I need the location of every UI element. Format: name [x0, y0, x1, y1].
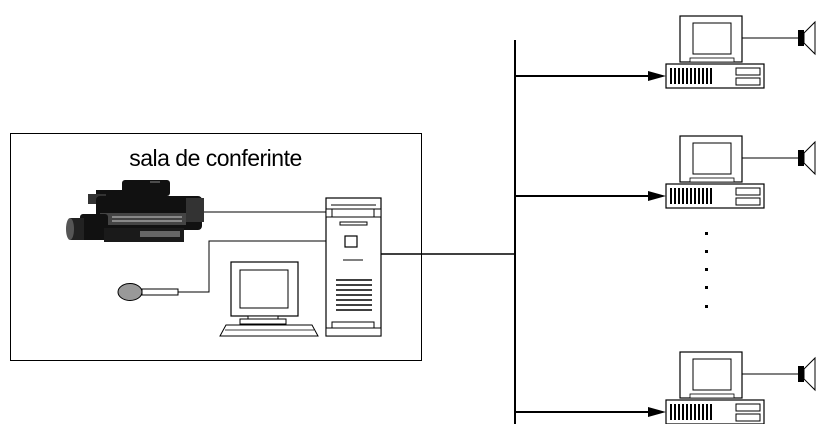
room-label: sala de conferinte — [10, 145, 421, 172]
client-workstation-icon — [666, 352, 815, 424]
client-workstation-icon — [666, 136, 815, 208]
keyboard-icon — [220, 325, 318, 336]
monitor-icon — [231, 262, 298, 324]
vertical-ellipsis-icon — [705, 232, 708, 308]
arrow-to-client-1 — [515, 71, 666, 81]
client-workstation-icon — [666, 16, 815, 88]
arrow-to-client-2 — [515, 191, 666, 201]
arrow-to-client-3 — [515, 407, 666, 417]
tower-server-icon — [326, 198, 381, 336]
